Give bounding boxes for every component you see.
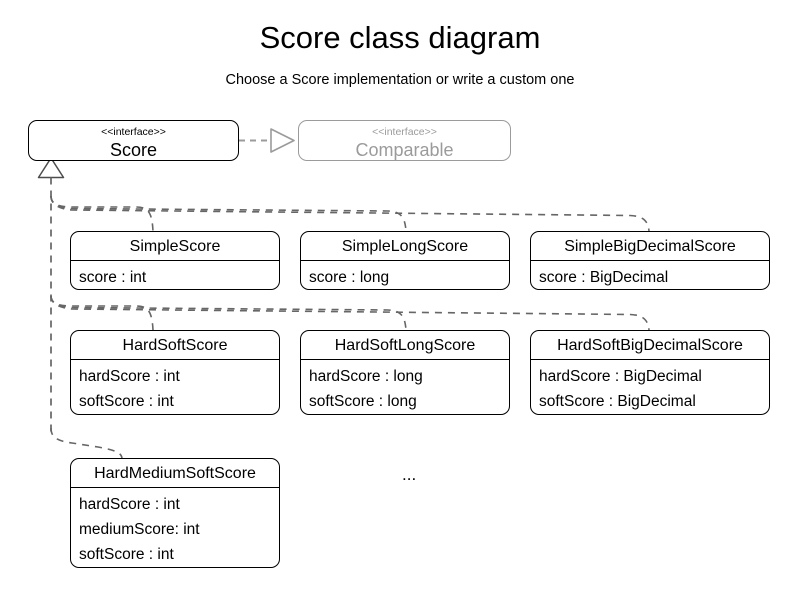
class-attributes: hardScore : long softScore : long — [301, 359, 509, 414]
page-subtitle: Choose a Score implementation or write a… — [225, 72, 575, 88]
attribute-row: hardScore : long — [309, 368, 423, 385]
node-interface-score[interactable]: <<interface>> Score — [28, 120, 239, 161]
node-class-hardsoftscore[interactable]: HardSoftScore hardScore : int softScore … — [70, 330, 280, 415]
node-interface-comparable[interactable]: <<interface>> Comparable — [298, 120, 511, 161]
node-class-simplescore[interactable]: SimpleScore score : int — [70, 231, 280, 290]
class-attributes: score : BigDecimal — [531, 260, 769, 289]
edge-score-hardsoftlongscore — [50, 295, 407, 331]
edge-score-hardmediumsoftscore — [50, 427, 123, 459]
class-attributes: hardScore : int mediumScore: int softSco… — [71, 487, 279, 567]
node-class-simplebigdecimalscore[interactable]: SimpleBigDecimalScore score : BigDecimal — [530, 231, 770, 290]
score-stereotype-label: <<interface>> — [101, 126, 166, 138]
node-class-hardsoftbigdecimalscore[interactable]: HardSoftBigDecimalScore hardScore : BigD… — [530, 330, 770, 415]
class-attributes: score : long — [301, 260, 509, 289]
edge-score-simplebigdecimalscore — [50, 195, 650, 232]
attribute-row: softScore : long — [309, 393, 417, 410]
class-title: SimpleLongScore — [341, 238, 469, 255]
class-attributes: hardScore : BigDecimal softScore : BigDe… — [531, 359, 769, 414]
node-class-simplelongscore[interactable]: SimpleLongScore score : long — [300, 231, 510, 290]
class-title: HardSoftLongScore — [334, 337, 476, 354]
attribute-row: hardScore : BigDecimal — [539, 368, 702, 385]
score-name-label: Score — [109, 140, 158, 160]
class-title: SimpleBigDecimalScore — [564, 238, 736, 255]
node-class-hardmediumsoftscore[interactable]: HardMediumSoftScore hardScore : int medi… — [70, 458, 280, 568]
attribute-row: hardScore : int — [79, 368, 180, 385]
comparable-stereotype-label: <<interface>> — [372, 126, 437, 138]
attribute-row: mediumScore: int — [79, 521, 200, 538]
class-title: SimpleScore — [129, 238, 221, 255]
attribute-row: softScore : BigDecimal — [539, 393, 696, 410]
more-classes-indicator: ... — [402, 465, 417, 484]
comparable-name-label: Comparable — [355, 140, 454, 160]
class-attributes: hardScore : int softScore : int — [71, 359, 279, 414]
node-class-hardsoftlongscore[interactable]: HardSoftLongScore hardScore : long softS… — [300, 330, 510, 415]
class-title: HardSoftBigDecimalScore — [557, 337, 743, 354]
attribute-row: score : int — [79, 269, 147, 286]
class-title: HardMediumSoftScore — [94, 465, 256, 482]
realization-edge-score-comparable — [239, 128, 295, 153]
page-title: Score class diagram — [259, 20, 541, 55]
attribute-row: softScore : int — [79, 546, 174, 563]
attribute-row: hardScore : int — [79, 496, 180, 513]
attribute-row: softScore : int — [79, 393, 174, 410]
edge-score-simplelongscore — [50, 195, 407, 232]
edge-score-hardsoftscore — [50, 295, 154, 331]
edge-score-simplescore — [50, 195, 154, 232]
attribute-row: score : BigDecimal — [539, 269, 669, 286]
attribute-row: score : long — [309, 269, 390, 286]
edge-score-hardsoftbigdecimalscore — [50, 295, 650, 331]
class-title: HardSoftScore — [122, 337, 228, 354]
class-attributes: score : int — [71, 260, 279, 289]
